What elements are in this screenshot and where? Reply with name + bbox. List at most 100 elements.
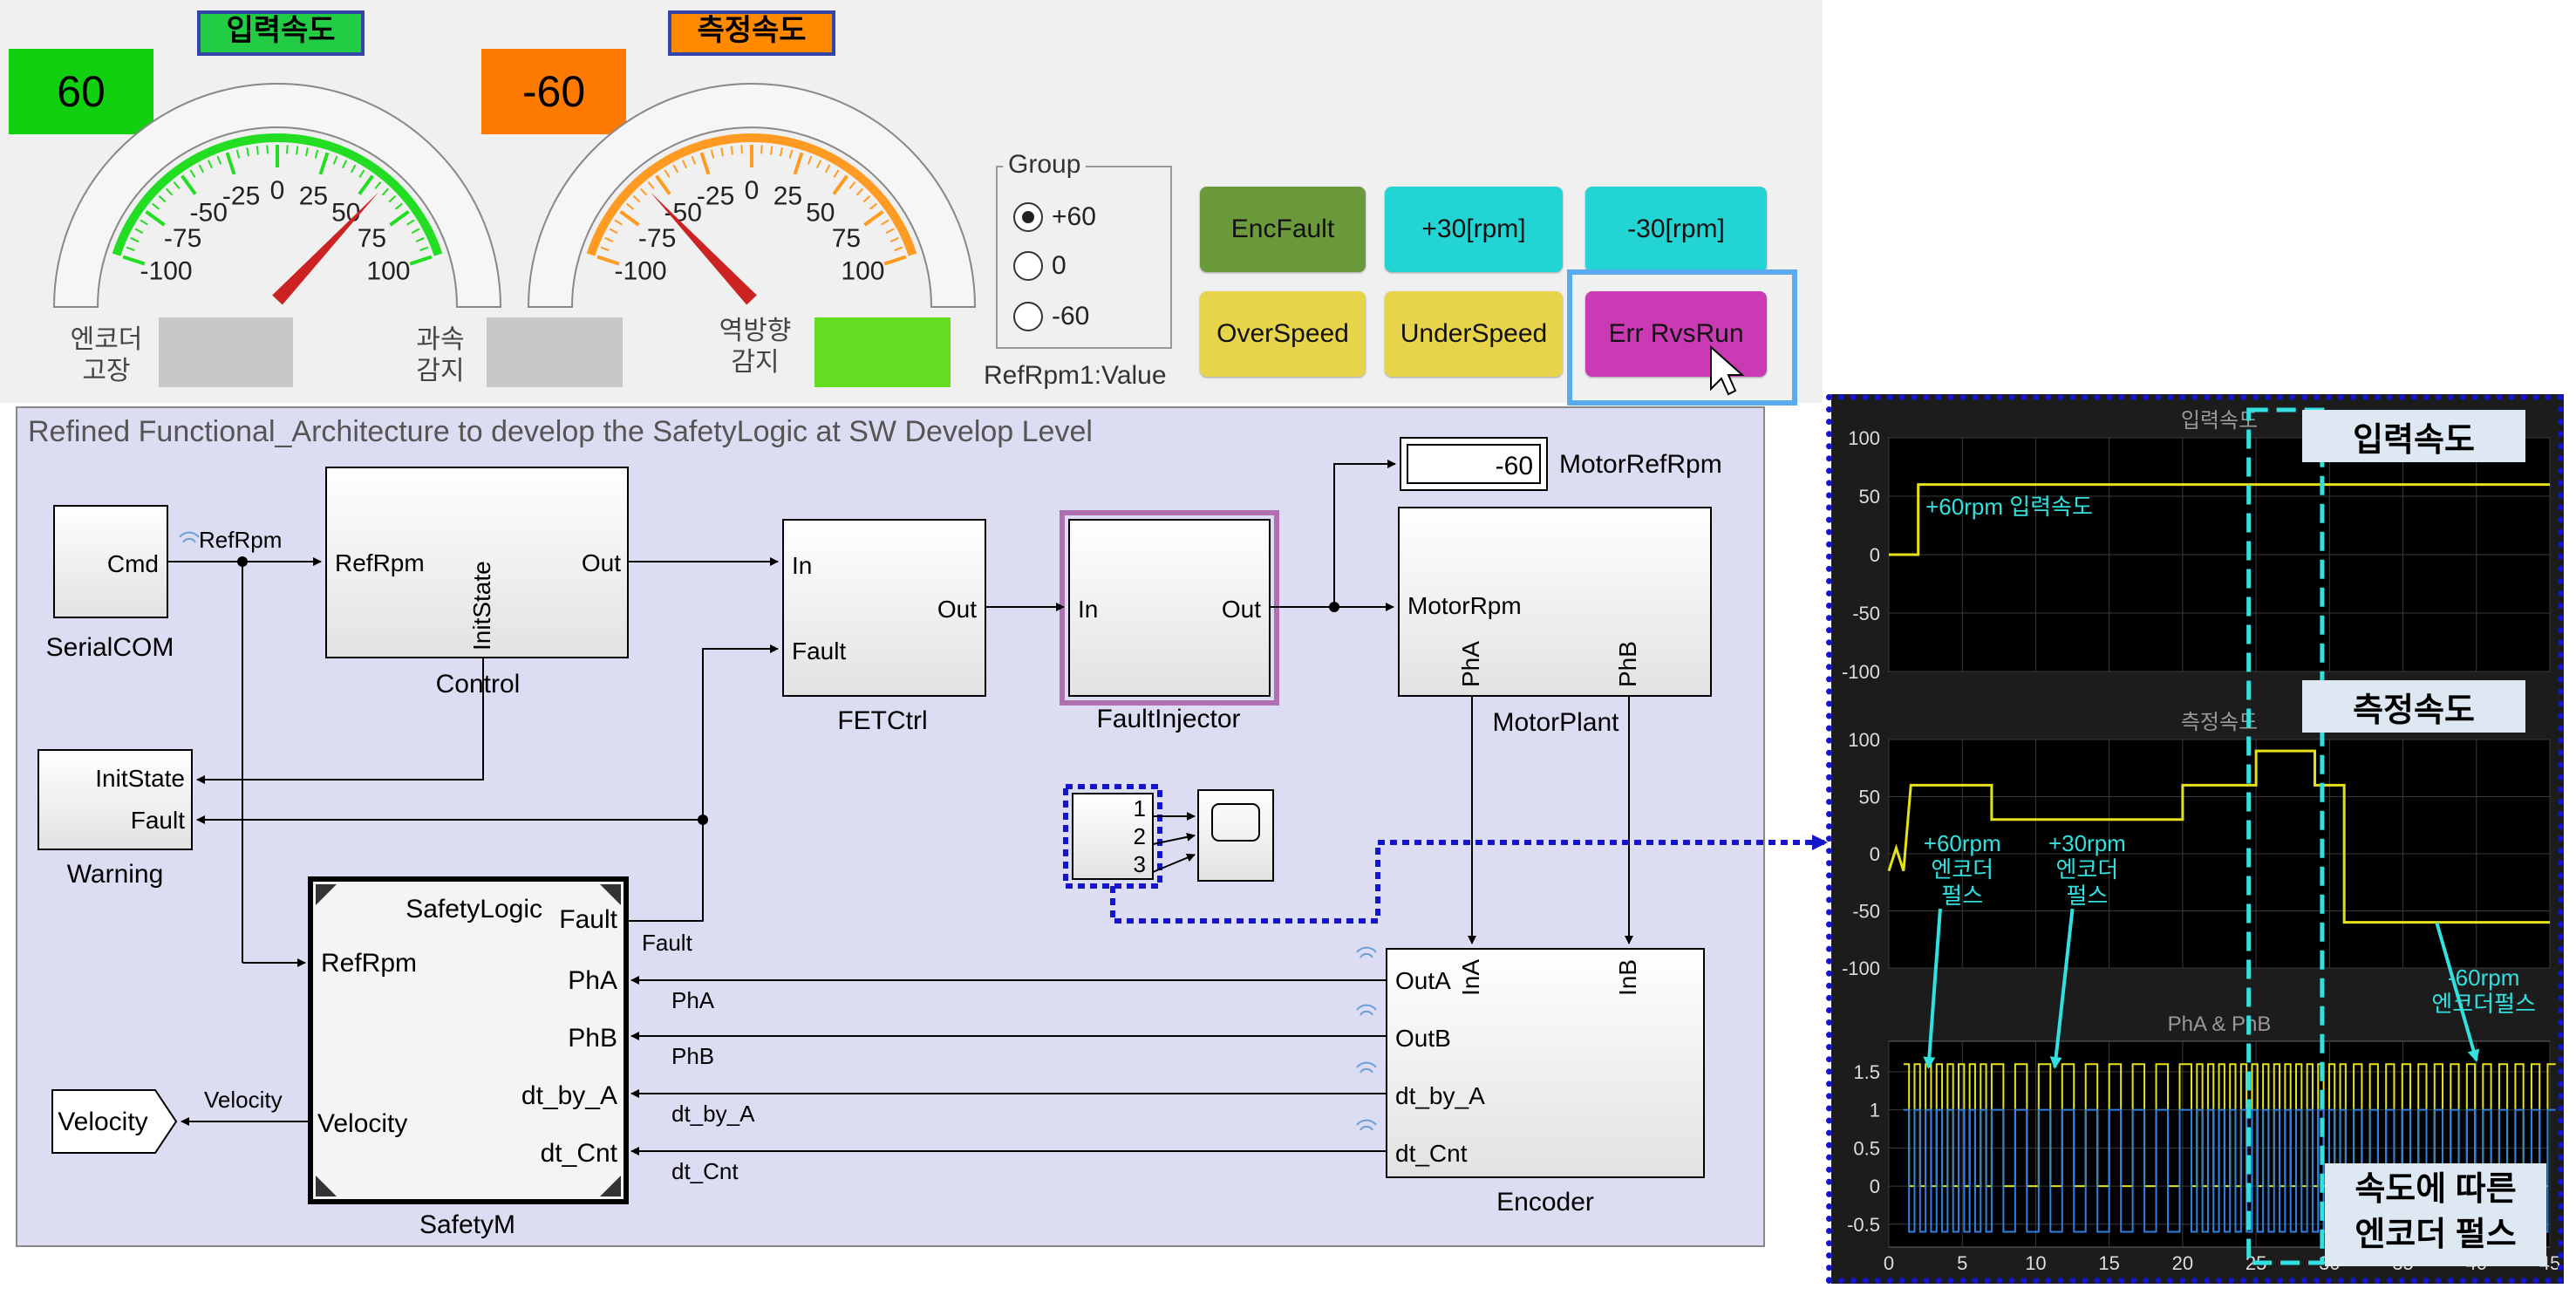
measured-speed-display: -60 [481, 49, 626, 134]
y-tick-label: 50 [1859, 787, 1880, 808]
radio-unselected-icon [1013, 302, 1043, 331]
gauge-tick-label: 50 [331, 199, 360, 228]
gauge-needle [650, 192, 757, 305]
radio-minus60[interactable]: -60 [1013, 302, 1089, 331]
gauge-tick [198, 164, 205, 174]
gauge-tick [134, 228, 144, 235]
motorrefrpm-display-block[interactable] [1400, 437, 1548, 491]
gauge-tick [122, 255, 146, 266]
serialcom-name: SerialCOM [46, 633, 174, 662]
overspeed-lamp [487, 317, 623, 387]
gauge-tick [869, 202, 877, 210]
annotation-text: +60rpm [1924, 830, 2001, 856]
scope-icon [1211, 803, 1260, 842]
safetym-block[interactable] [308, 876, 629, 1204]
dtcnt-signal-label: dt_Cnt [671, 1158, 739, 1184]
x-tick-label: 0 [1884, 1252, 1894, 1274]
y-tick-label: 0 [1870, 843, 1880, 865]
gauge-tick [389, 210, 410, 227]
safetym-velocity-port: Velocity [317, 1109, 407, 1138]
underspeed-button[interactable]: UnderSpeed [1385, 291, 1563, 377]
overspeed-button[interactable]: OverSpeed [1200, 291, 1366, 377]
gauge-face [52, 83, 502, 308]
motorplant-pha-port: PhA [1457, 641, 1484, 687]
gauge-tick [350, 164, 357, 174]
y-tick-label: -100 [1842, 958, 1880, 979]
annotation-arrow [1923, 908, 1942, 1069]
gauge-tick [225, 152, 236, 175]
annotation-text: 엔코더 [2056, 856, 2119, 883]
gauge-tick [681, 160, 687, 169]
gauge-tick [672, 164, 679, 174]
radio-selected-icon [1013, 202, 1043, 232]
encoder-block[interactable] [1386, 948, 1705, 1178]
encoder-dtcnt-port: dt_Cnt [1395, 1140, 1468, 1167]
time-highlight [2246, 407, 2325, 1265]
gauge-tick [832, 174, 848, 195]
gauge-tick [165, 187, 174, 196]
gauge-tick [216, 155, 222, 165]
safetym-pha-port: PhA [568, 966, 617, 995]
motorrefrpm-value: -60 [1496, 452, 1533, 481]
faultinjector-name: FaultInjector [1096, 705, 1240, 733]
warning-block[interactable] [37, 749, 193, 850]
gauge-tick [358, 169, 365, 178]
y-tick-label: -50 [1852, 603, 1880, 624]
safetym-refrpm-port: RefRpm [321, 949, 417, 978]
mux-block[interactable] [1072, 793, 1154, 880]
y-tick-label: -50 [1852, 901, 1880, 923]
plus30-rpm-button[interactable]: +30[rpm] [1385, 187, 1563, 272]
series-line [1889, 483, 2550, 556]
mux-port-2: 2 [1134, 823, 1146, 849]
gauge-tick [145, 210, 166, 227]
gauge-arc [112, 133, 443, 256]
gauge-tick [614, 219, 623, 226]
gauge-tick [409, 255, 433, 266]
gauge-tick [374, 181, 382, 190]
safetym-name: SafetyM [419, 1210, 515, 1239]
velocity-tag-block[interactable] [51, 1089, 178, 1154]
gauge-tick [332, 155, 338, 165]
control-initstate-port: InitState [468, 561, 495, 651]
gauge-tick [855, 187, 864, 196]
gauge-tick [286, 145, 289, 154]
radio-zero[interactable]: 0 [1013, 251, 1067, 281]
gauge-tick [235, 149, 241, 159]
model-title: Refined Functional_Architecture to devel… [28, 415, 1093, 448]
fetctrl-in-port: In [792, 552, 812, 579]
x-tick-label: 20 [2172, 1252, 2193, 1274]
encoder-name: Encoder [1496, 1188, 1594, 1217]
scope-block[interactable] [1197, 789, 1274, 882]
motorrefrpm-name: MotorRefRpm [1559, 450, 1722, 479]
gauge-tick [770, 146, 773, 155]
gauge-tick [158, 194, 167, 203]
gauge-tick [885, 228, 895, 235]
radio-unselected-icon [1013, 251, 1043, 281]
gauge-tick-label: 25 [773, 182, 802, 211]
motorplant-block[interactable] [1398, 507, 1712, 697]
gauge-tick [710, 149, 715, 159]
gauge-tick [189, 169, 196, 178]
dtbya-signal-label: dt_by_A [671, 1101, 755, 1127]
minus30-rpm-button[interactable]: -30[rpm] [1585, 187, 1767, 272]
gauge-tick [256, 146, 259, 155]
err-rvsrun-button[interactable]: Err RvsRun [1585, 291, 1767, 377]
velocity-signal-label: Velocity [204, 1087, 283, 1113]
control-block[interactable] [325, 467, 629, 658]
gauge-tick [406, 219, 415, 226]
gauge-tick-label: -100 [140, 257, 193, 286]
gauge-tick [140, 219, 148, 226]
gauge-tick [207, 160, 213, 169]
fetctrl-block[interactable] [782, 519, 986, 697]
gauge-tick-label: -100 [615, 257, 667, 286]
radio-label: 0 [1052, 251, 1067, 280]
radio-plus60[interactable]: +60 [1013, 202, 1096, 232]
gauge-tick [883, 255, 907, 266]
enc-fault-button[interactable]: EncFault [1200, 187, 1366, 272]
wifi-icon [179, 531, 1377, 1131]
scope-plots: 100500-50-100입력속도100500-50-100측정속도1.510.… [1842, 407, 2560, 1274]
input-speed-display: 60 [9, 49, 153, 134]
